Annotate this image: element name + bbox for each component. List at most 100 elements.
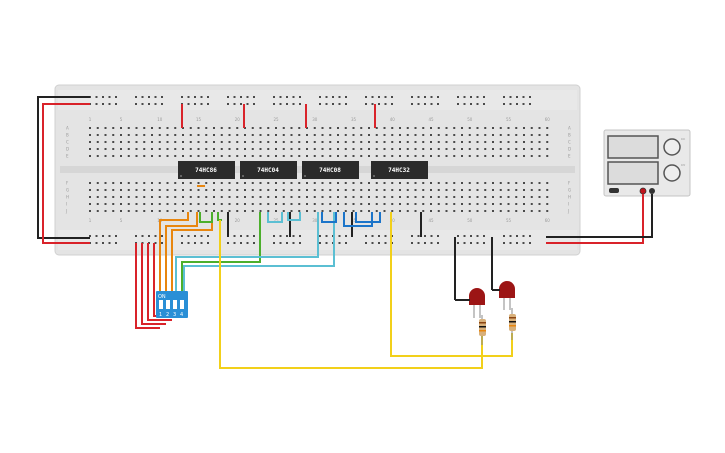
breadboard-hole[interactable]	[161, 96, 163, 98]
breadboard-hole[interactable]	[96, 155, 99, 157]
breadboard-hole[interactable]	[499, 203, 502, 205]
breadboard-hole[interactable]	[158, 210, 161, 212]
breadboard-hole[interactable]	[220, 148, 223, 150]
breadboard-hole[interactable]	[189, 182, 192, 184]
breadboard-hole[interactable]	[468, 148, 471, 150]
breadboard-hole[interactable]	[445, 210, 448, 212]
breadboard-hole[interactable]	[174, 155, 177, 157]
breadboard-hole[interactable]	[143, 127, 146, 129]
breadboard-hole[interactable]	[476, 182, 479, 184]
breadboard-hole[interactable]	[313, 210, 316, 212]
breadboard-hole[interactable]	[422, 203, 425, 205]
breadboard-hole[interactable]	[282, 210, 285, 212]
breadboard-hole[interactable]	[371, 103, 374, 105]
breadboard-hole[interactable]	[476, 141, 479, 143]
breadboard-hole[interactable]	[181, 242, 183, 244]
power-switch[interactable]	[609, 188, 619, 193]
breadboard-hole[interactable]	[251, 196, 254, 198]
breadboard-hole[interactable]	[89, 141, 91, 143]
breadboard-hole[interactable]	[174, 127, 177, 129]
breadboard-hole[interactable]	[399, 210, 401, 212]
breadboard-hole[interactable]	[205, 148, 208, 150]
blue-wire-1[interactable]	[321, 212, 337, 223]
breadboard-hole[interactable]	[399, 189, 401, 191]
breadboard-hole[interactable]	[360, 148, 363, 150]
breadboard-hole[interactable]	[104, 182, 107, 184]
breadboard-hole[interactable]	[95, 242, 98, 244]
breadboard-hole[interactable]	[365, 242, 367, 244]
breadboard-hole[interactable]	[236, 182, 239, 184]
breadboard-hole[interactable]	[298, 155, 301, 157]
breadboard-hole[interactable]	[292, 96, 295, 98]
breadboard-hole[interactable]	[292, 103, 295, 105]
breadboard-hole[interactable]	[383, 196, 386, 198]
breadboard-hole[interactable]	[375, 155, 378, 157]
breadboard-hole[interactable]	[207, 242, 209, 244]
breadboard-hole[interactable]	[253, 103, 255, 105]
breadboard-hole[interactable]	[375, 203, 378, 205]
breadboard-hole[interactable]	[112, 155, 115, 157]
breadboard-hole[interactable]	[197, 182, 200, 184]
breadboard-hole[interactable]	[457, 103, 459, 105]
breadboard-hole[interactable]	[516, 242, 518, 244]
breadboard-hole[interactable]	[484, 182, 487, 184]
breadboard-hole[interactable]	[158, 127, 161, 129]
breadboard-hole[interactable]	[516, 103, 518, 105]
breadboard-hole[interactable]	[522, 103, 525, 105]
cyan-wire-4[interactable]	[183, 212, 335, 292]
breadboard-hole[interactable]	[112, 148, 115, 150]
breadboard-hole[interactable]	[344, 210, 347, 212]
breadboard-hole[interactable]	[251, 134, 254, 136]
breadboard-hole[interactable]	[275, 196, 277, 198]
breadboard-hole[interactable]	[207, 96, 209, 98]
breadboard-hole[interactable]	[529, 103, 531, 105]
breadboard-hole[interactable]	[306, 189, 308, 191]
breadboard-hole[interactable]	[499, 141, 502, 143]
breadboard-hole[interactable]	[259, 210, 262, 212]
breadboard-hole[interactable]	[414, 210, 417, 212]
breadboard-hole[interactable]	[96, 196, 99, 198]
breadboard-hole[interactable]	[158, 189, 161, 191]
breadboard-hole[interactable]	[299, 242, 301, 244]
breadboard-hole[interactable]	[282, 141, 285, 143]
breadboard-hole[interactable]	[194, 235, 196, 237]
breadboard-hole[interactable]	[187, 103, 190, 105]
breadboard-hole[interactable]	[476, 96, 479, 98]
breadboard-hole[interactable]	[108, 242, 111, 244]
breadboard-hole[interactable]	[507, 148, 510, 150]
breadboard-hole[interactable]	[430, 141, 432, 143]
breadboard-hole[interactable]	[244, 196, 246, 198]
breadboard-hole[interactable]	[453, 155, 456, 157]
current-knob[interactable]	[663, 138, 681, 156]
breadboard-hole[interactable]	[484, 134, 487, 136]
breadboard-hole[interactable]	[213, 134, 215, 136]
breadboard-hole[interactable]	[406, 127, 409, 129]
breadboard-hole[interactable]	[332, 103, 334, 105]
breadboard-hole[interactable]	[507, 196, 510, 198]
breadboard-hole[interactable]	[422, 148, 425, 150]
breadboard-hole[interactable]	[430, 96, 433, 98]
breadboard-hole[interactable]	[166, 210, 169, 212]
breadboard-hole[interactable]	[228, 127, 231, 129]
breadboard-hole[interactable]	[282, 127, 285, 129]
chip-74hc08[interactable]: 74HC08	[302, 161, 359, 179]
breadboard-hole[interactable]	[290, 155, 293, 157]
breadboard-hole[interactable]	[246, 96, 249, 98]
breadboard-hole[interactable]	[135, 155, 138, 157]
breadboard-hole[interactable]	[352, 127, 355, 129]
breadboard-hole[interactable]	[468, 182, 471, 184]
breadboard-hole[interactable]	[371, 235, 374, 237]
breadboard-hole[interactable]	[338, 96, 341, 98]
breadboard-hole[interactable]	[499, 196, 502, 198]
breadboard-hole[interactable]	[151, 155, 153, 157]
breadboard-hole[interactable]	[391, 210, 394, 212]
breadboard-hole[interactable]	[399, 182, 401, 184]
breadboard-hole[interactable]	[360, 155, 363, 157]
breadboard-hole[interactable]	[228, 148, 231, 150]
breadboard-hole[interactable]	[468, 210, 471, 212]
breadboard-hole[interactable]	[546, 210, 549, 212]
breadboard-hole[interactable]	[259, 148, 262, 150]
breadboard-hole[interactable]	[422, 182, 425, 184]
breadboard-hole[interactable]	[282, 182, 285, 184]
breadboard-hole[interactable]	[422, 134, 425, 136]
